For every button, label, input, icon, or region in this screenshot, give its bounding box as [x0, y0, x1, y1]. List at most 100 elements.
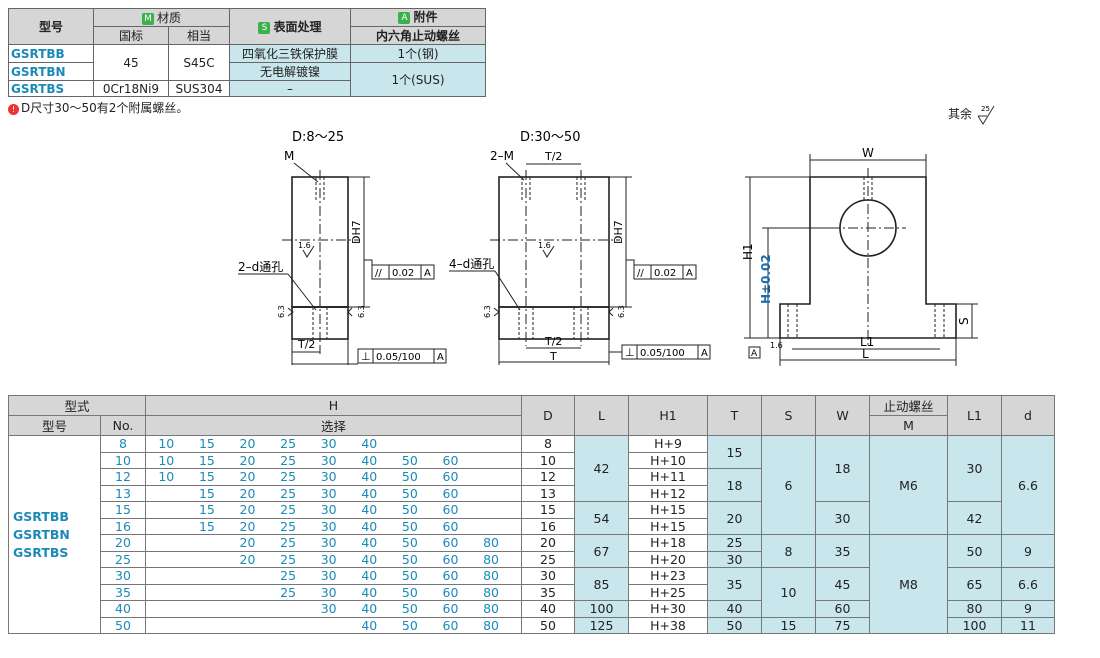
type-header: 型式 — [8, 395, 146, 416]
h-option — [187, 535, 228, 550]
h-option: 80 — [483, 617, 499, 633]
warning-icon: ! — [8, 104, 19, 115]
h-option: 25 — [280, 518, 297, 534]
h-option: 25 — [280, 452, 297, 468]
perpendicular-tolerance: 0.05/100 — [376, 352, 421, 363]
h-option: 30 — [320, 584, 337, 600]
hole-label-4: 4–d通孔 — [449, 257, 494, 271]
h-option: 50 — [401, 601, 418, 617]
h-option: 20 — [239, 469, 256, 485]
h-option — [146, 552, 187, 567]
m-value: M8 — [869, 534, 948, 634]
svg-text:⊥: ⊥ — [361, 350, 371, 363]
m-value: M6 — [869, 435, 948, 535]
surface-value: 无电解镀镍 — [229, 62, 351, 81]
t-value: 20 — [707, 501, 762, 535]
h-option: 20 — [239, 452, 256, 468]
spec-table: 型式 H D L H1 T S W 止动螺丝 L1 d 型号 No. 选择 M … — [8, 395, 1055, 634]
model-header: 型号 — [8, 415, 101, 436]
hole-label: 2–d通孔 — [238, 260, 283, 274]
accessory-value: 1个(SUS) — [350, 62, 486, 97]
h-option: 50 — [401, 485, 418, 501]
h-option: 20 — [239, 436, 256, 452]
svg-text:A: A — [437, 352, 444, 363]
h-option: 40 — [361, 436, 378, 452]
h-option — [390, 436, 431, 451]
l-label: L — [862, 347, 869, 361]
svg-text:T: T — [549, 350, 557, 363]
l-value: 54 — [574, 501, 629, 535]
h-option — [187, 568, 228, 583]
row-no: 25 — [100, 550, 146, 568]
d-value: 40 — [521, 600, 575, 618]
svg-text:1.6: 1.6 — [770, 341, 783, 350]
h-option: 40 — [361, 584, 378, 600]
h-option: 50 — [401, 518, 418, 534]
svg-text:25: 25 — [981, 105, 990, 113]
l1-value: 65 — [947, 567, 1002, 601]
dd-value: 9 — [1001, 534, 1055, 568]
row-no: 20 — [100, 534, 146, 552]
h-header: H — [145, 395, 522, 416]
t-value: 35 — [707, 567, 762, 601]
l1-value: 80 — [947, 600, 1002, 618]
h-option: 50 — [401, 568, 418, 584]
svg-text:T/2: T/2 — [297, 338, 315, 351]
h-option — [227, 601, 268, 616]
row-no: 16 — [100, 517, 146, 535]
row-no: 35 — [100, 583, 146, 601]
s-header: S — [761, 395, 816, 436]
h-option — [187, 552, 228, 567]
d-header: D — [521, 395, 575, 436]
h-option: 20 — [239, 535, 256, 551]
surface-value: – — [229, 80, 351, 97]
h-option: 40 — [361, 568, 378, 584]
row-no: 50 — [100, 616, 146, 634]
svg-text://: // — [637, 268, 644, 279]
h-option — [146, 618, 187, 633]
l-value: 125 — [574, 616, 629, 634]
d-value: 50 — [521, 616, 575, 634]
h1-value: H+15 — [628, 501, 708, 519]
svg-text:A: A — [701, 348, 708, 359]
w-label: W — [862, 146, 874, 160]
svg-text:T/2: T/2 — [544, 335, 562, 348]
svg-text:DH7: DH7 — [612, 220, 625, 244]
h-option: 60 — [442, 518, 459, 534]
svg-text:6.3: 6.3 — [483, 305, 492, 318]
h1-value: H+30 — [628, 600, 708, 618]
t-value: 40 — [707, 600, 762, 618]
h-option — [187, 618, 228, 633]
h-option — [227, 585, 268, 600]
h-option: 50 — [401, 617, 418, 633]
roughness-label: 1.6 — [298, 241, 311, 250]
l-header: L — [574, 395, 629, 436]
d-value: 35 — [521, 583, 575, 601]
h-option: 60 — [442, 452, 459, 468]
h-option — [146, 486, 187, 501]
dd-value: 11 — [1001, 616, 1055, 634]
l1-header: L1 — [947, 395, 1002, 436]
surface-badge-icon: S — [258, 22, 271, 34]
material-badge-icon: M — [141, 13, 154, 25]
h-select-header: 选择 — [145, 415, 522, 436]
h1-value: H+11 — [628, 468, 708, 486]
view1-title: D:8～25 — [292, 130, 344, 145]
l-value: 67 — [574, 534, 629, 568]
h-option — [146, 568, 187, 583]
svg-text:1.6: 1.6 — [538, 241, 551, 250]
h-option: 60 — [442, 617, 459, 633]
h-option: 30 — [320, 568, 337, 584]
h-option: 25 — [280, 485, 297, 501]
